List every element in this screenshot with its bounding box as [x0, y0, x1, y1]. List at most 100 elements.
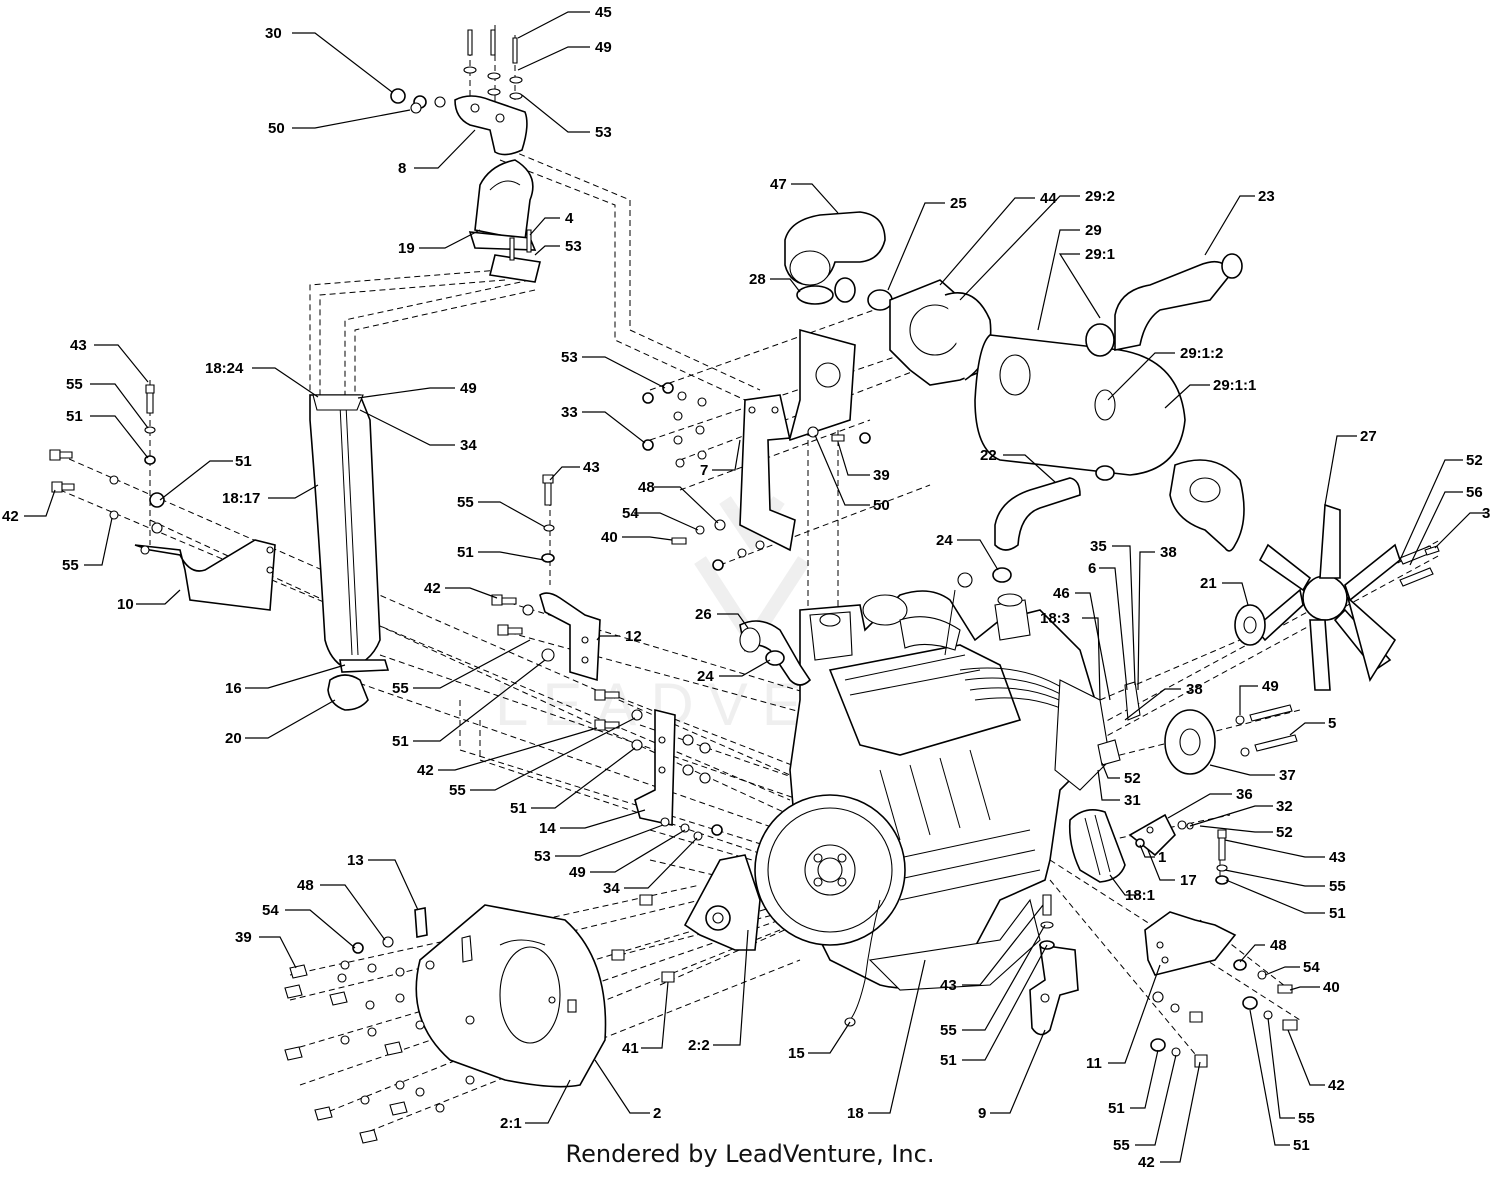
callout-21: 21 [1200, 575, 1217, 592]
flex-plate-2[interactable] [415, 904, 607, 1088]
callout-29: 29 [1085, 222, 1102, 239]
bracket-9[interactable] [1029, 944, 1079, 1036]
injection-pump-18-3[interactable] [1054, 679, 1111, 791]
oil-filter-18-1[interactable] [1068, 809, 1126, 883]
callout-51: 51 [392, 733, 409, 750]
air-filter-element-29-1-1[interactable] [1169, 459, 1245, 552]
callout-53: 53 [565, 238, 582, 255]
bolts-11[interactable] [1150, 959, 1298, 1068]
bracket-11[interactable] [1144, 911, 1237, 976]
pulley-37[interactable] [1164, 709, 1216, 775]
callout-51: 51 [1329, 905, 1346, 922]
small-parts-right[interactable] [1097, 681, 1194, 848]
callout-20: 20 [225, 730, 242, 747]
callout-49: 49 [1262, 678, 1279, 695]
tailpipe-20[interactable] [327, 674, 369, 711]
callout-43: 43 [1329, 849, 1346, 866]
callout-50: 50 [873, 497, 890, 514]
callout-49: 49 [569, 864, 586, 881]
bracket-7[interactable] [739, 328, 856, 552]
callout-6: 6 [1088, 560, 1096, 577]
bolts-14[interactable] [594, 689, 723, 841]
callout-31: 31 [1124, 792, 1141, 809]
nuts-30[interactable] [390, 88, 446, 114]
bracket-14[interactable] [634, 708, 676, 826]
callout-51: 51 [235, 453, 252, 470]
bolt-41[interactable] [611, 894, 675, 983]
callout-54: 54 [262, 902, 279, 919]
exhaust-elbow-19[interactable] [468, 159, 541, 283]
callout-42: 42 [424, 580, 441, 597]
callout-13: 13 [347, 852, 364, 869]
callout-23: 23 [1258, 188, 1275, 205]
callout-47: 47 [770, 176, 787, 193]
callout-44: 44 [1040, 190, 1057, 207]
callout-49: 49 [460, 380, 477, 397]
callout-39: 39 [235, 929, 252, 946]
callout-53: 53 [534, 848, 551, 865]
callout-55: 55 [1329, 878, 1346, 895]
engine-mount-2-2[interactable] [683, 854, 761, 951]
bolts-45[interactable] [463, 29, 523, 100]
bracket-10[interactable] [134, 539, 276, 611]
callout-55: 55 [1113, 1137, 1130, 1154]
bolts-4[interactable] [509, 229, 532, 261]
callout-2: 2 [653, 1105, 661, 1122]
hose-22[interactable] [994, 465, 1115, 551]
spacer-21[interactable] [1234, 604, 1266, 646]
callout-18-24: 18:24 [205, 360, 244, 377]
hose-clamp-24[interactable] [992, 567, 1012, 583]
callout-24: 24 [697, 668, 714, 685]
callout-40: 40 [601, 529, 618, 546]
intake-hose-23[interactable] [1085, 253, 1243, 357]
callout-32: 32 [1276, 798, 1293, 815]
exhaust-pipe-18-17[interactable] [309, 394, 381, 669]
hose-clamp-25[interactable] [867, 289, 893, 311]
callout-26: 26 [695, 606, 712, 623]
fan-bolts-3[interactable] [1399, 545, 1440, 587]
bolts-7[interactable] [642, 382, 871, 571]
callout-45: 45 [595, 4, 612, 21]
bracket-8[interactable] [454, 95, 528, 156]
flywheel-housing[interactable] [754, 794, 906, 946]
hose-clamp-28[interactable] [796, 277, 856, 305]
bolts-43-left[interactable] [49, 384, 165, 534]
callout-37: 37 [1279, 767, 1296, 784]
intake-elbow-47[interactable] [784, 211, 886, 286]
callout-1: 1 [1158, 849, 1166, 866]
hose-clamp-24-lower[interactable] [765, 650, 785, 666]
fan-27[interactable] [1253, 503, 1401, 691]
bolts-flexplate[interactable] [284, 936, 475, 1144]
footer-credit: Rendered by LeadVenture, Inc. [565, 1140, 935, 1168]
callout-42: 42 [1328, 1077, 1345, 1094]
callout-34: 34 [460, 437, 477, 454]
callout-48: 48 [297, 877, 314, 894]
callout-49: 49 [595, 39, 612, 56]
callout-42: 42 [417, 762, 434, 779]
air-cleaner-29[interactable] [974, 334, 1186, 476]
callout-46: 46 [1053, 585, 1070, 602]
callout-2-2: 2:2 [688, 1037, 710, 1054]
callout-25: 25 [950, 195, 967, 212]
callout-55: 55 [66, 376, 83, 393]
bracket-13[interactable] [414, 907, 473, 963]
callout-51: 51 [1108, 1100, 1125, 1117]
engine-block-18[interactable] [789, 572, 1096, 991]
callout-3: 3 [1482, 505, 1490, 522]
bolts-5-49[interactable] [1235, 704, 1298, 757]
callout-43: 43 [583, 459, 600, 476]
callout-54: 54 [1303, 959, 1320, 976]
callout-48: 48 [1270, 937, 1287, 954]
callout-35: 35 [1090, 538, 1107, 555]
bracket-36-1[interactable] [1128, 813, 1176, 857]
callout-18-3: 18:3 [1040, 610, 1070, 627]
callout-2-1: 2:1 [500, 1115, 522, 1132]
callout-53: 53 [561, 349, 578, 366]
bracket-12[interactable] [539, 592, 601, 682]
clamp-16[interactable] [339, 659, 390, 673]
callout-18-1: 18:1 [1125, 887, 1155, 904]
callout-29-1-2: 29:1:2 [1180, 345, 1223, 362]
callout-7: 7 [700, 462, 708, 479]
callout-34: 34 [603, 880, 620, 897]
